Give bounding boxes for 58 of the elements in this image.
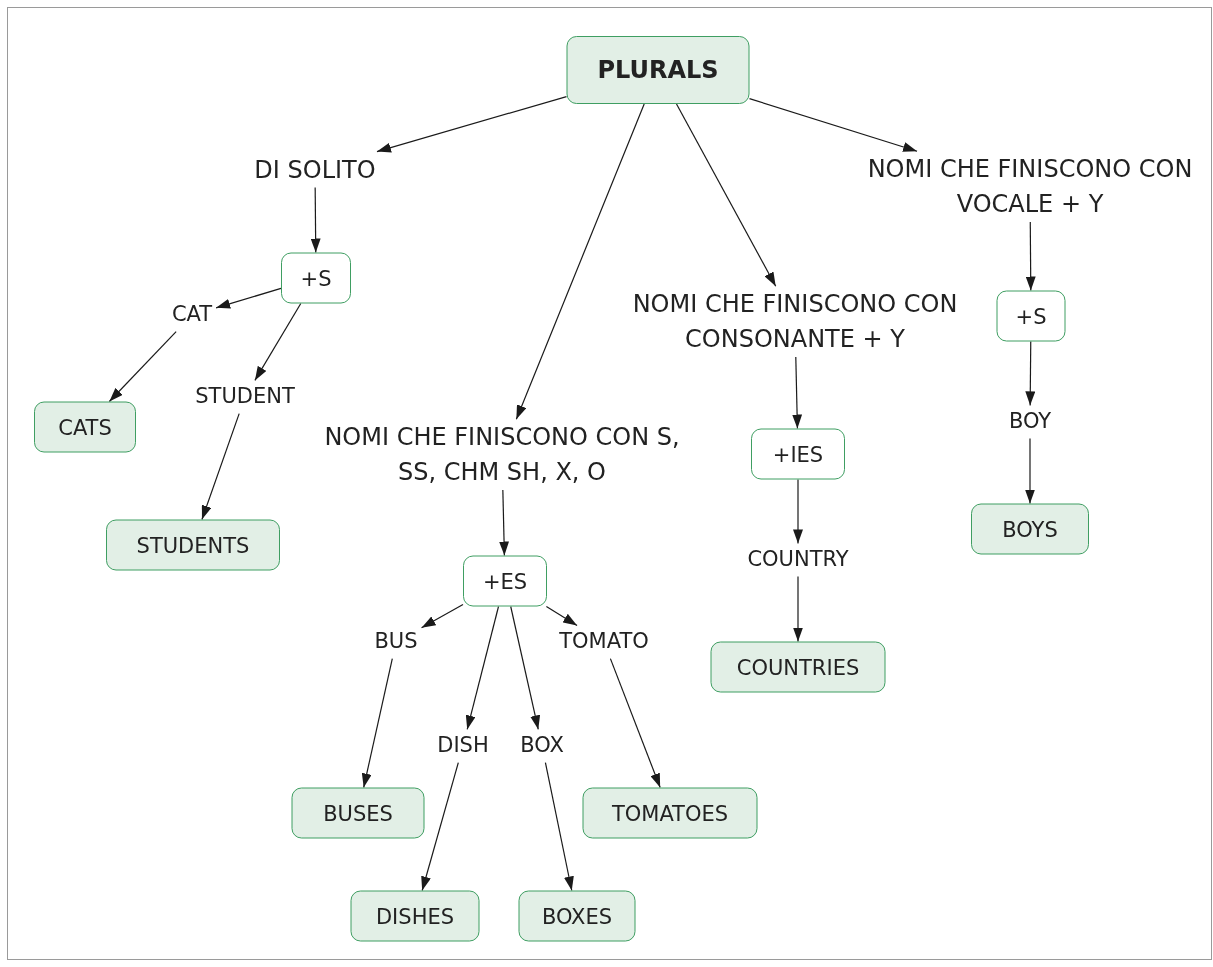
category-text: NOMI CHE FINISCONO CON CONSONANTE + Y [620, 287, 970, 357]
arrow [499, 489, 510, 557]
box-label: COUNTRIES [736, 655, 860, 679]
arrow [1025, 340, 1036, 406]
arrow [510, 605, 541, 730]
box-label: DISHES [375, 904, 455, 928]
arrow [376, 95, 568, 153]
result-box [518, 890, 636, 942]
word-text: STUDENT [195, 384, 295, 410]
box-label: +S [300, 266, 332, 290]
box-label: PLURALS [597, 56, 719, 84]
arrow [421, 762, 459, 892]
category-text: NOMI CHE FINISCONO CON VOCALE + Y [865, 152, 1195, 222]
arrow [515, 103, 645, 420]
arrow [544, 762, 574, 892]
result-box [291, 787, 425, 839]
arrow [748, 98, 918, 152]
box-label: BOYS [1002, 517, 1058, 541]
arrow [465, 605, 500, 730]
box-label: STUDENTS [136, 533, 250, 557]
box-label: +S [1015, 304, 1047, 328]
arrow [609, 658, 661, 789]
arrow [1025, 221, 1036, 292]
result-box [582, 787, 758, 839]
box-label: BUSES [323, 801, 393, 825]
word-text: BOY [1008, 409, 1052, 435]
box-label: BOXES [541, 904, 613, 928]
word-text: TOMATO [559, 629, 649, 655]
arrow [310, 187, 321, 254]
result-box [710, 641, 886, 693]
arrow [420, 603, 464, 629]
word-text: BUS [374, 629, 418, 655]
arrow [1025, 438, 1035, 505]
category-text: NOMI CHE FINISCONO CON S, SS, CHM SH, X, O [312, 420, 692, 490]
result-box [971, 503, 1089, 555]
box-label: +ES [482, 569, 528, 593]
word-text: DISH [437, 733, 489, 759]
word-text: BOX [520, 733, 564, 759]
result-box [34, 401, 136, 453]
arrow [545, 605, 578, 626]
result-box [106, 519, 280, 571]
arrow [792, 356, 803, 430]
word-text: COUNTRY [747, 547, 849, 573]
arrow [361, 658, 393, 789]
arrow [108, 331, 177, 403]
box-label: CATS [58, 415, 112, 439]
arrow [201, 413, 240, 521]
arrow [793, 478, 803, 544]
box-label: +IES [772, 442, 824, 466]
arrow [675, 103, 777, 287]
arrow [793, 576, 803, 643]
box-label: TOMATOES [611, 801, 729, 825]
category-text: DI SOLITO [185, 152, 445, 188]
result-box [350, 890, 480, 942]
arrow [254, 302, 302, 381]
word-text: CAT [171, 302, 213, 328]
arrow [215, 287, 282, 309]
title-box [566, 36, 750, 104]
